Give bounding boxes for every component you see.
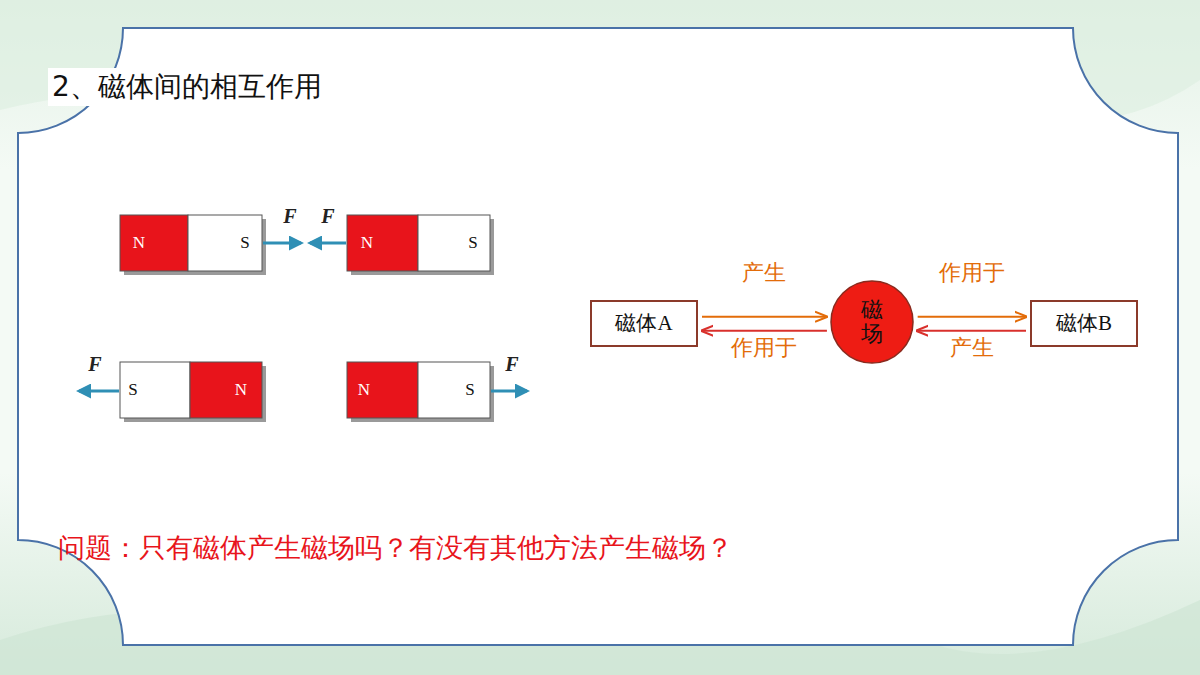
force-arrow — [263, 242, 301, 245]
force-arrow — [310, 242, 346, 245]
node-text: 磁体A — [615, 311, 672, 336]
pole-letter: N — [361, 233, 373, 253]
magnet — [347, 362, 494, 422]
magnetic-field-circle: 磁场 — [830, 280, 914, 364]
edge-label: 作用于 — [729, 333, 799, 363]
node-text: 磁场 — [861, 298, 883, 346]
magnet — [120, 215, 266, 275]
pole-letter: S — [465, 380, 474, 400]
magnet-a-box: 磁体A — [590, 300, 698, 347]
edge-label: 作用于 — [937, 258, 1007, 288]
edge-label: 产生 — [740, 258, 788, 288]
slide-frame — [18, 28, 1178, 645]
pole-letter: N — [133, 233, 145, 253]
pole-letter: S — [240, 233, 249, 253]
force-arrow — [491, 390, 527, 393]
pole-letter: N — [358, 380, 370, 400]
node-text: 磁体B — [1056, 311, 1112, 336]
arrow-connector — [702, 330, 827, 332]
slide-title: 2、磁体间的相互作用 — [48, 68, 326, 106]
arrow-connector — [702, 316, 826, 318]
pole-letter: S — [468, 233, 477, 253]
arrow-connector — [918, 316, 1026, 318]
force-label: F — [88, 353, 101, 376]
force-arrow — [79, 390, 119, 393]
force-label: F — [321, 205, 334, 228]
arrow-connector — [917, 330, 1026, 332]
question-note: 问题：只有磁体产生磁场吗？有没有其他方法产生磁场？ — [58, 530, 733, 566]
pole-letter: N — [235, 380, 247, 400]
magnet — [120, 362, 266, 422]
force-label: F — [505, 353, 518, 376]
pole-letter: S — [128, 380, 137, 400]
magnet-b-box: 磁体B — [1030, 300, 1138, 347]
magnet — [347, 215, 494, 275]
field-circle — [831, 281, 913, 363]
force-label: F — [283, 205, 296, 228]
edge-label: 产生 — [948, 333, 996, 363]
